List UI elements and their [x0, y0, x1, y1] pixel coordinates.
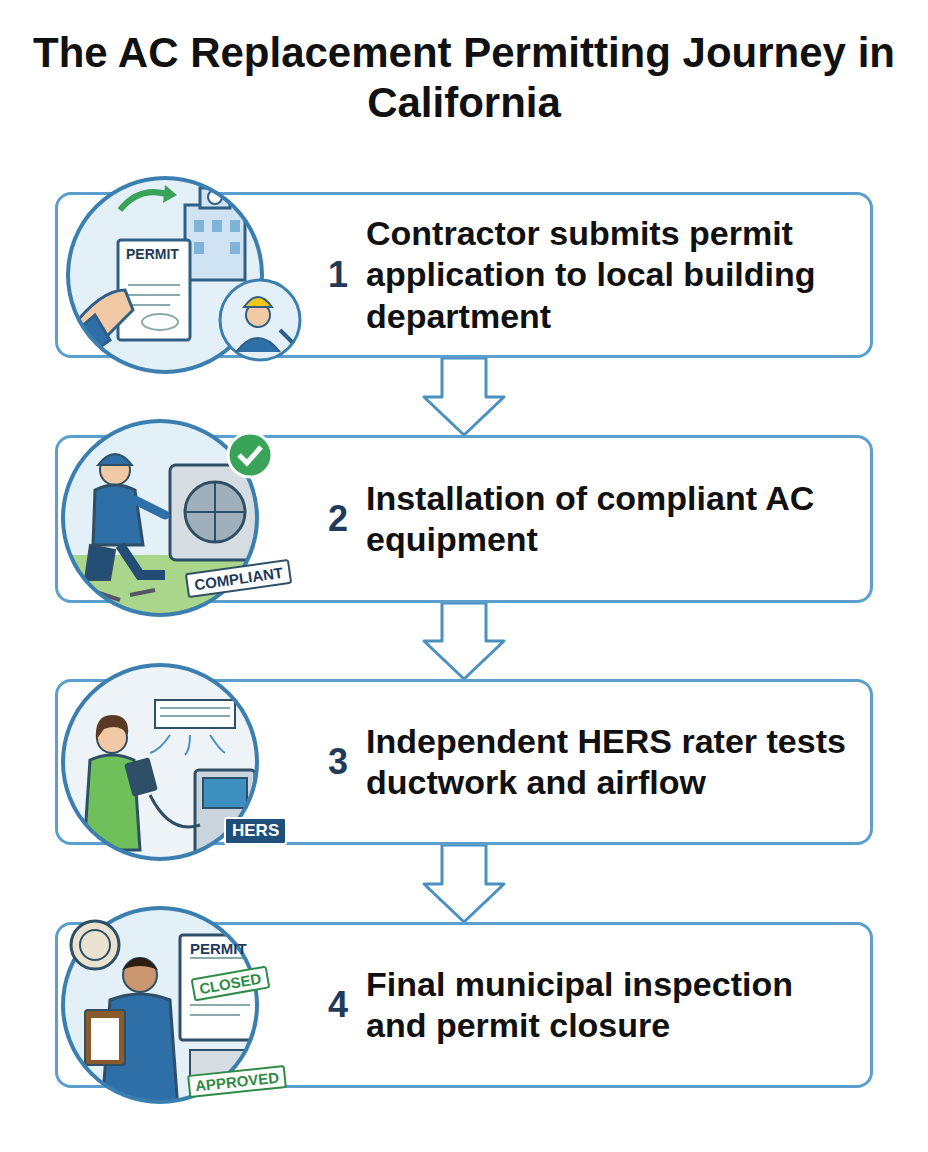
step-number: 2	[328, 498, 366, 540]
step-box: 3Independent HERS rater tests ductwork a…	[55, 679, 873, 845]
diagram-title: The AC Replacement Permitting Journey in…	[20, 28, 908, 129]
illustration-label: PERMIT	[126, 246, 179, 262]
flow-arrow	[424, 845, 504, 922]
flow-arrow	[424, 358, 504, 435]
step-text: Final municipal inspection and permit cl…	[366, 964, 856, 1047]
step-text: Installation of compliant AC equipment	[366, 478, 856, 561]
step-box: 2Installation of compliant AC equipment	[55, 435, 873, 603]
step-box: 4Final municipal inspection and permit c…	[55, 922, 873, 1088]
flow-arrow	[424, 603, 504, 679]
step-text: Contractor submits permit application to…	[366, 213, 856, 337]
step-number: 3	[328, 741, 366, 783]
step-number: 1	[328, 254, 366, 296]
step-number: 4	[328, 984, 366, 1026]
illustration-label: HERS	[224, 817, 287, 845]
step-box: 1Contractor submits permit application t…	[55, 192, 873, 358]
illustration-label: PERMIT	[190, 940, 247, 957]
step-text: Independent HERS rater tests ductwork an…	[366, 721, 856, 804]
